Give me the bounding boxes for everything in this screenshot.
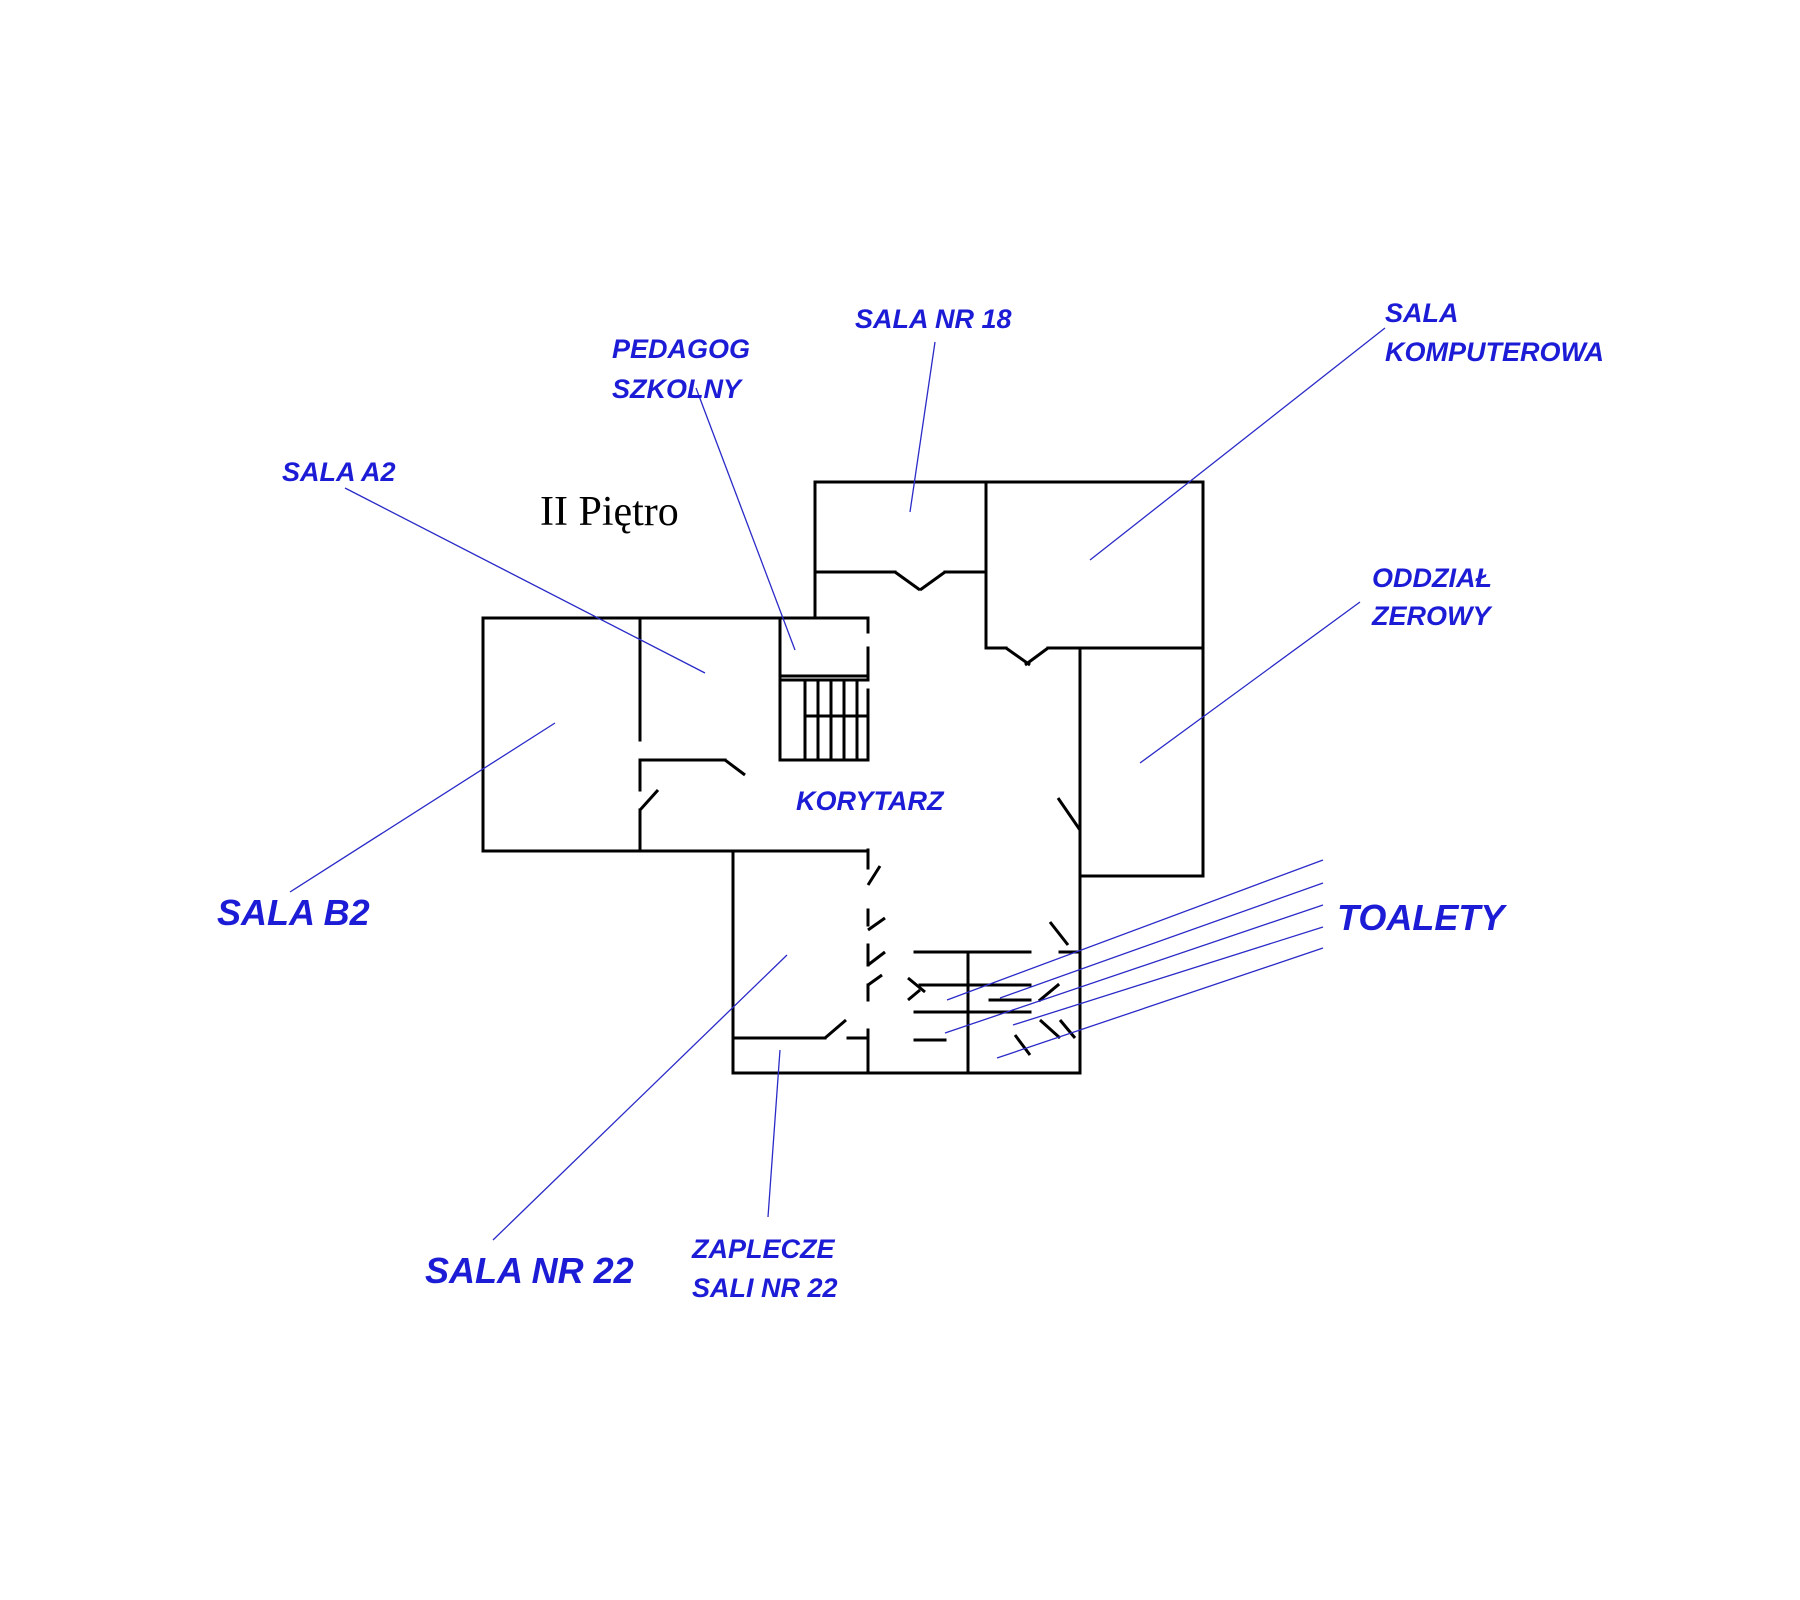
leader-pedagog bbox=[695, 387, 796, 651]
label-toalety: TOALETY bbox=[1337, 897, 1507, 938]
leader-sala22 bbox=[492, 954, 788, 1241]
leader-komputerowa bbox=[1089, 327, 1386, 561]
leader-zaplecze bbox=[767, 1049, 781, 1218]
building-walls bbox=[481, 480, 1205, 1075]
floor-title: II Piętro bbox=[540, 489, 679, 535]
label-komputerowa-line1: SALA bbox=[1385, 298, 1459, 328]
label-sala-b2: SALA B2 bbox=[217, 892, 370, 933]
leader-lines bbox=[289, 327, 1386, 1241]
leader-toalety-5 bbox=[996, 947, 1324, 1059]
leader-salaA2 bbox=[344, 487, 706, 674]
label-zaplecze-line2: SALI NR 22 bbox=[692, 1273, 838, 1303]
leader-oddzial bbox=[1139, 601, 1361, 764]
label-sala-18: SALA NR 18 bbox=[855, 304, 1012, 334]
label-oddzial-line1: ODDZIAŁ bbox=[1372, 563, 1492, 593]
label-sala-a2: SALA A2 bbox=[282, 457, 396, 487]
leader-sala18 bbox=[909, 341, 936, 513]
label-zaplecze-line1: ZAPLECZE bbox=[691, 1234, 835, 1264]
leader-salaB2 bbox=[289, 722, 556, 893]
leader-toalety-1 bbox=[946, 859, 1324, 1001]
label-oddzial-line2: ZEROWY bbox=[1371, 601, 1493, 631]
label-komputerowa-line2: KOMPUTEROWA bbox=[1385, 337, 1604, 367]
leader-toalety-3 bbox=[944, 904, 1324, 1034]
label-pedagog-line2: SZKOLNY bbox=[612, 374, 744, 404]
doors bbox=[638, 570, 1082, 1056]
leader-toalety-4 bbox=[1012, 926, 1324, 1026]
label-pedagog-line1: PEDAGOG bbox=[612, 334, 750, 364]
staircase bbox=[778, 678, 870, 762]
label-sala-22: SALA NR 22 bbox=[425, 1250, 634, 1291]
leader-toalety-2 bbox=[999, 882, 1324, 999]
label-korytarz: KORYTARZ bbox=[796, 786, 945, 816]
toilet-fixtures bbox=[918, 982, 1061, 1003]
